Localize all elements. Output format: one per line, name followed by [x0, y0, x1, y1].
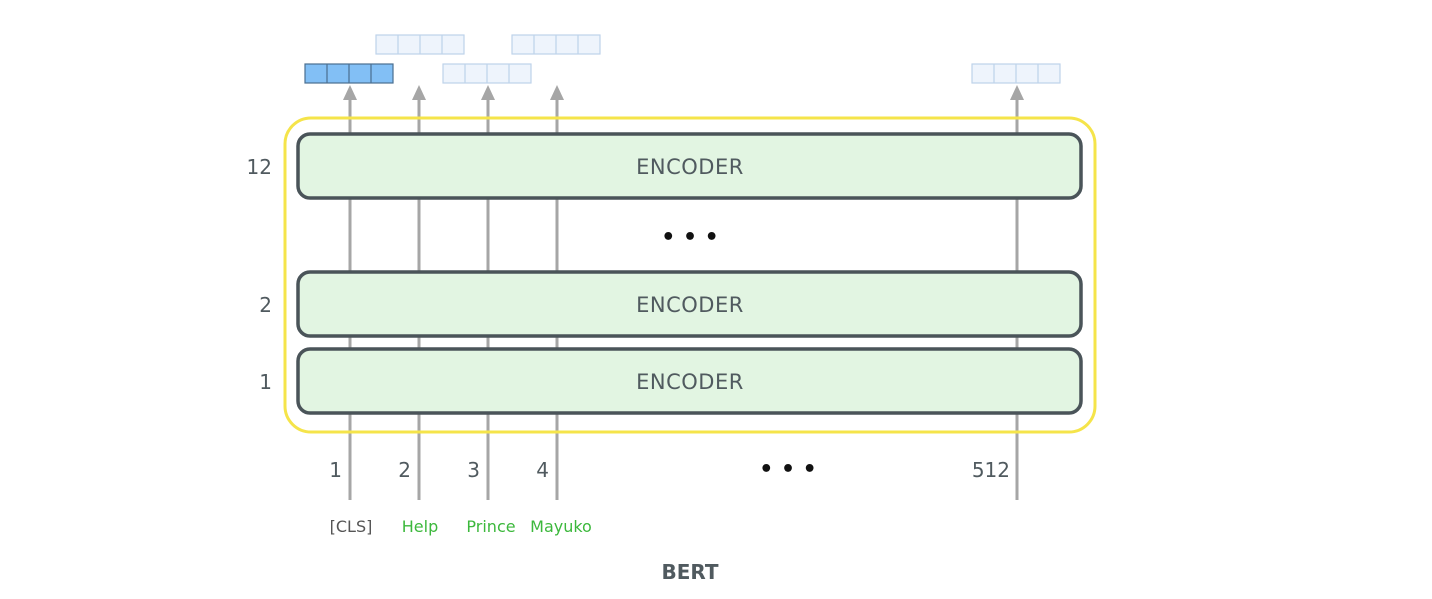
token-4-output-vector	[511, 34, 601, 55]
layer-ellipsis: • • •	[661, 225, 719, 250]
token-help: Help	[402, 517, 438, 536]
encoder-label: ENCODER	[636, 370, 744, 394]
output-vectors	[304, 34, 1061, 84]
arrow-head-token-512	[1010, 85, 1024, 100]
position-number: 3	[467, 458, 480, 482]
encoder-label: ENCODER	[636, 155, 744, 179]
position-numbers: 1 2 3 4 • • • 512	[329, 457, 1010, 482]
encoder-layer-2: ENCODER 2	[259, 270, 1083, 338]
token-prince: Prince	[466, 517, 515, 536]
position-ellipsis: • • •	[759, 457, 817, 482]
token-2-output-vector	[375, 34, 465, 55]
position-number: 512	[972, 458, 1010, 482]
token-cls: [CLS]	[330, 517, 373, 536]
arrow-head-token-1	[343, 85, 357, 100]
arrow-head-token-2	[412, 85, 426, 100]
token-3-output-vector	[442, 63, 532, 84]
token-mayuko: Mayuko	[530, 517, 592, 536]
input-tokens: [CLS] Help Prince Mayuko	[330, 517, 592, 536]
arrow-head-token-3	[481, 85, 495, 100]
layer-number: 12	[247, 155, 272, 179]
cls-output-vector	[304, 63, 394, 84]
layer-number: 2	[259, 293, 272, 317]
encoder-layer-12: ENCODER 12	[247, 132, 1083, 200]
layer-number: 1	[259, 370, 272, 394]
diagram-title: BERT	[661, 560, 718, 584]
encoder-box	[296, 347, 1083, 415]
position-number: 2	[398, 458, 411, 482]
position-number: 1	[329, 458, 342, 482]
position-number: 4	[536, 458, 549, 482]
encoder-box	[296, 132, 1083, 200]
token-512-output-vector	[971, 63, 1061, 84]
encoder-label: ENCODER	[636, 293, 744, 317]
encoder-box	[296, 270, 1083, 338]
encoder-layer-1: ENCODER 1	[259, 347, 1083, 415]
arrow-head-token-4	[550, 85, 564, 100]
encoder-stack-highlight	[283, 116, 1097, 434]
